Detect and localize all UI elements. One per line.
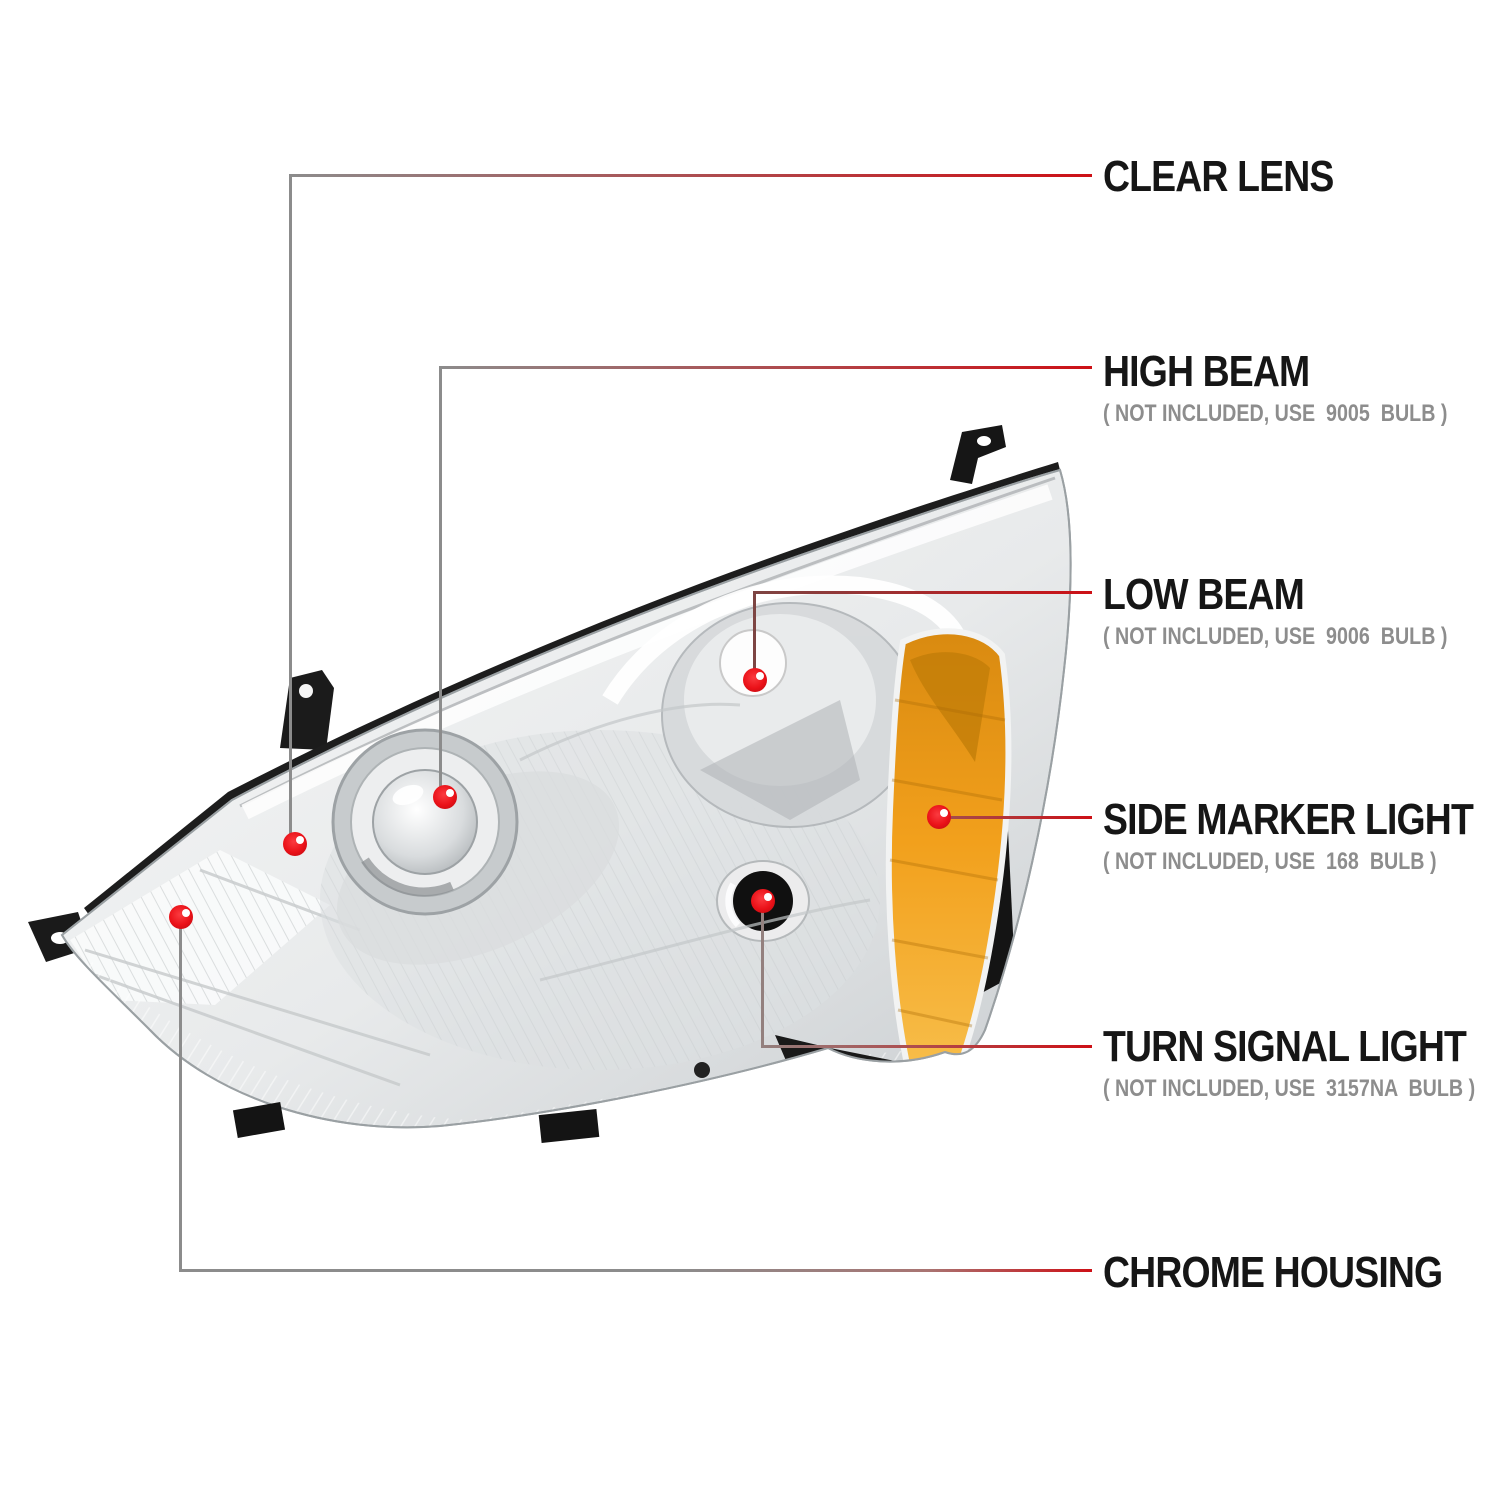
- clear-lens-line-vertical: [289, 174, 292, 844]
- callout-label: TURN SIGNAL LIGHT: [1103, 1022, 1467, 1071]
- clear-lens-line-horizontal: [289, 174, 1092, 177]
- callout-chrome-housing: CHROME HOUSING: [1103, 1251, 1500, 1302]
- turn-signal-line-vertical: [761, 901, 764, 1048]
- callout-label: CLEAR LENS: [1103, 152, 1334, 201]
- callout-label: HIGH BEAM: [1103, 347, 1310, 396]
- callout-low-beam: LOW BEAM ( NOT INCLUDED, USE 9006 BULB ): [1103, 573, 1500, 650]
- turn-signal-marker-dot: [751, 889, 775, 913]
- high-beam-line-vertical: [439, 366, 442, 797]
- low-beam-marker-dot: [743, 668, 767, 692]
- chrome-housing-line-horizontal: [179, 1269, 1092, 1272]
- turn-signal-line-horizontal: [761, 1045, 1092, 1048]
- chrome-housing-marker-dot: [169, 905, 193, 929]
- low-beam-line-vertical: [753, 591, 756, 680]
- callout-clear-lens: CLEAR LENS: [1103, 155, 1374, 206]
- lower-mount-feet: [232, 1062, 710, 1143]
- high-beam-line-horizontal: [439, 366, 1092, 369]
- callout-label: CHROME HOUSING: [1103, 1248, 1443, 1297]
- callout-note: ( NOT INCLUDED, USE 168 BULB ): [1103, 848, 1437, 875]
- callout-note: ( NOT INCLUDED, USE 3157NA BULB ): [1103, 1075, 1476, 1102]
- low-beam-line-horizontal: [753, 591, 1092, 594]
- callout-note: ( NOT INCLUDED, USE 9005 BULB ): [1103, 400, 1448, 427]
- callout-high-beam: HIGH BEAM ( NOT INCLUDED, USE 9005 BULB …: [1103, 350, 1500, 427]
- callout-label: LOW BEAM: [1103, 570, 1305, 619]
- side-marker-light-marker-dot: [927, 805, 951, 829]
- callout-note: ( NOT INCLUDED, USE 9006 BULB ): [1103, 623, 1448, 650]
- callout-side-marker-light: SIDE MARKER LIGHT ( NOT INCLUDED, USE 16…: [1103, 798, 1500, 875]
- side-marker-line-horizontal: [938, 816, 1092, 819]
- high-beam-marker-dot: [433, 785, 457, 809]
- callout-turn-signal-light: TURN SIGNAL LIGHT ( NOT INCLUDED, USE 31…: [1103, 1025, 1500, 1102]
- callout-label: SIDE MARKER LIGHT: [1103, 795, 1474, 844]
- chrome-housing-line-vertical: [179, 917, 182, 1269]
- clear-lens-marker-dot: [283, 832, 307, 856]
